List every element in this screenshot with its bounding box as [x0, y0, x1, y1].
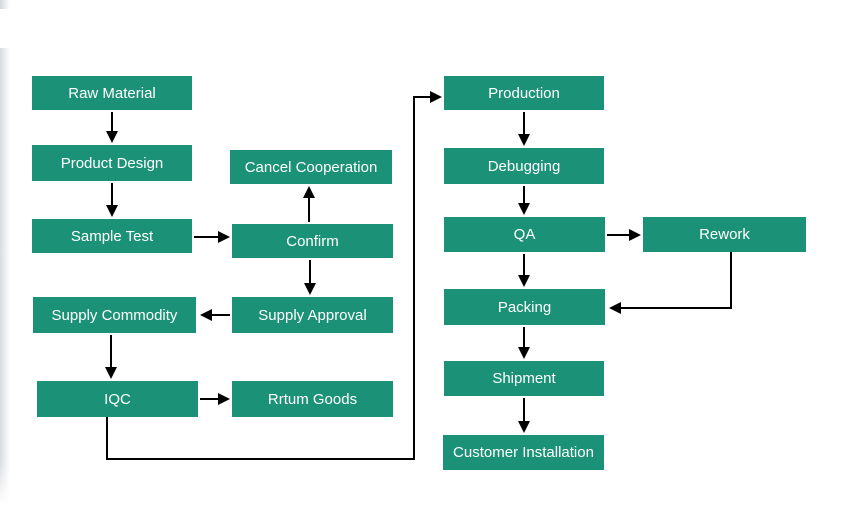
node-qa: QA	[444, 217, 605, 252]
node-production: Production	[444, 76, 604, 110]
node-shipment: Shipment	[444, 361, 604, 396]
node-raw-material: Raw Material	[32, 76, 192, 110]
page-edge-shadow-left	[0, 48, 10, 506]
node-rrtum-goods: Rrtum Goods	[232, 381, 393, 417]
node-iqc: IQC	[37, 381, 198, 417]
node-sample-test: Sample Test	[32, 219, 192, 253]
node-cancel-cooperation: Cancel Cooperation	[230, 150, 392, 184]
node-debugging: Debugging	[444, 148, 604, 184]
node-customer-installation: Customer Installation	[443, 435, 604, 470]
node-rework: Rework	[643, 217, 806, 252]
node-product-design: Product Design	[32, 145, 192, 181]
page-edge-shadow-top	[0, 0, 10, 9]
node-supply-approval: Supply Approval	[232, 297, 393, 333]
node-confirm: Confirm	[232, 224, 393, 258]
node-packing: Packing	[444, 289, 605, 325]
edge-rework-to-packing	[609, 252, 732, 314]
edge-iqc-to-production	[106, 91, 442, 460]
node-supply-commodity: Supply Commodity	[33, 297, 196, 333]
